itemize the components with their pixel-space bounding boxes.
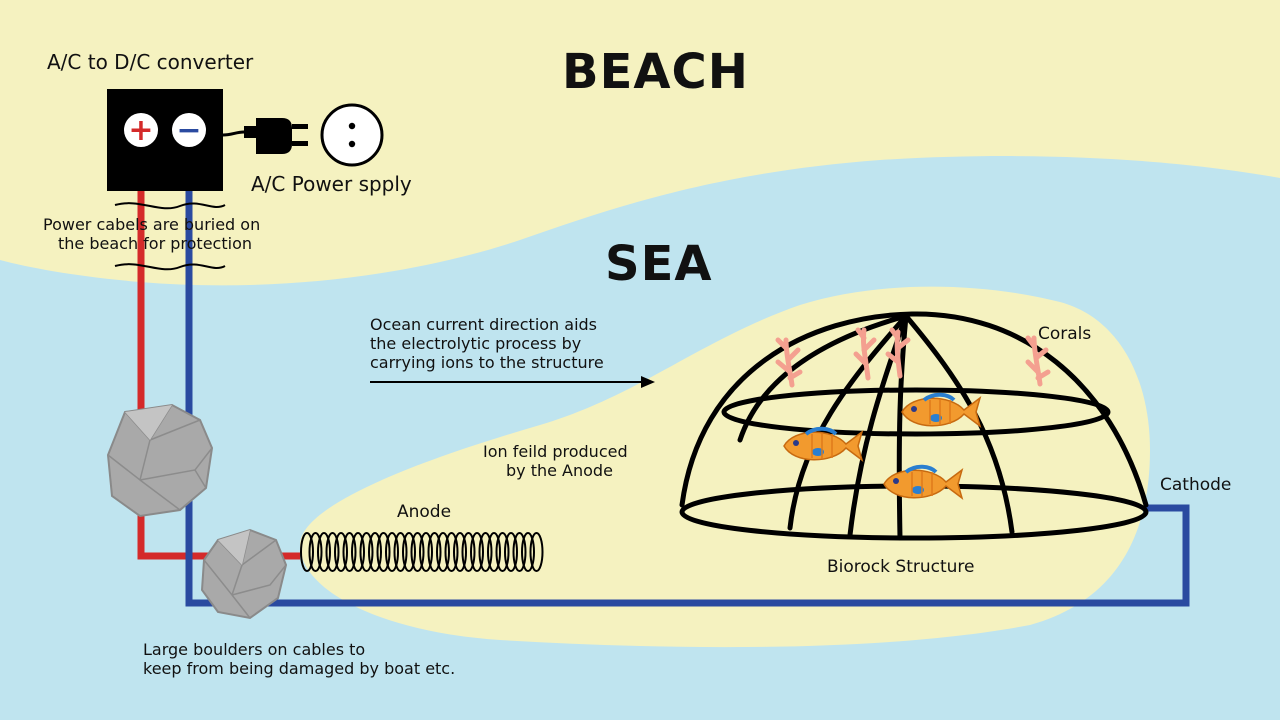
power-socket-icon bbox=[320, 103, 384, 167]
converter-box: + − bbox=[107, 89, 223, 191]
converter-label: A/C to D/C converter bbox=[47, 50, 254, 74]
boulders-note-line1: Large boulders on cables to bbox=[143, 640, 365, 659]
anode-coil-loop bbox=[444, 532, 459, 572]
anode-coil-loop bbox=[334, 532, 348, 572]
boulders-note-line2: keep from being damaged by boat etc. bbox=[143, 659, 455, 678]
anode-coil-loop bbox=[308, 532, 323, 572]
anode-coil-loop bbox=[317, 532, 331, 572]
anode-coil-loop bbox=[461, 532, 476, 572]
biorock-structure bbox=[679, 311, 1149, 541]
anode-coil-loop bbox=[436, 532, 450, 572]
minus-symbol: − bbox=[176, 113, 201, 148]
boulder-small bbox=[200, 528, 288, 620]
anode-coil-loop bbox=[470, 532, 484, 572]
anode-coil-loop bbox=[521, 532, 535, 572]
anode-coil-loop bbox=[487, 532, 501, 572]
anode-coil-loop bbox=[393, 532, 408, 572]
positive-terminal: + bbox=[124, 113, 158, 148]
sea-heading: SEA bbox=[605, 236, 713, 292]
current-note-line2: the electrolytic process by bbox=[370, 334, 581, 353]
anode-coil bbox=[300, 532, 544, 572]
plug-icon bbox=[222, 118, 308, 154]
anode-coil-loop bbox=[351, 532, 365, 572]
boulder-large bbox=[106, 403, 214, 518]
anode-coil-loop bbox=[300, 532, 314, 572]
beach-area bbox=[0, 0, 1280, 286]
fish-2 bbox=[783, 426, 864, 462]
anode-coil-loop bbox=[529, 532, 544, 572]
fish-3 bbox=[883, 464, 964, 500]
anode-coil-loop bbox=[325, 532, 340, 572]
biorock-structure-label: Biorock Structure bbox=[827, 557, 974, 577]
anode-coil-loop bbox=[495, 532, 510, 572]
corals-label: Corals bbox=[1038, 324, 1091, 344]
anode-coil-loop bbox=[359, 532, 374, 572]
buried-note-line1: Power cabels are buried on bbox=[43, 215, 260, 234]
anode-coil-loop bbox=[427, 532, 442, 572]
current-direction-arrow bbox=[370, 376, 655, 388]
anode-coil-loop bbox=[376, 532, 391, 572]
cathode-label: Cathode bbox=[1160, 475, 1231, 495]
coral-2 bbox=[853, 327, 911, 381]
buried-note-line2: the beach for protection bbox=[58, 234, 252, 253]
negative-terminal: − bbox=[172, 113, 206, 148]
anode-coil-loop bbox=[385, 532, 399, 572]
ion-field-note-line2: by the Anode bbox=[506, 461, 613, 480]
plus-symbol: + bbox=[128, 113, 153, 148]
current-note-line3: carrying ions to the structure bbox=[370, 353, 604, 372]
power-supply-label: A/C Power spply bbox=[251, 172, 412, 196]
anode-coil-loop bbox=[419, 532, 433, 572]
anode-coil-loop bbox=[410, 532, 425, 572]
cable-break-marks bbox=[114, 202, 226, 271]
anode-coil-loop bbox=[478, 532, 493, 572]
beach-heading: BEACH bbox=[562, 44, 749, 100]
anode-coil-loop bbox=[402, 532, 416, 572]
current-note-line1: Ocean current direction aids bbox=[370, 315, 597, 334]
fish-1 bbox=[901, 392, 982, 428]
anode-coil-loop bbox=[453, 532, 467, 572]
anode-coil-loop bbox=[504, 532, 518, 572]
anode-coil-loop bbox=[342, 532, 357, 572]
coral-3 bbox=[1025, 335, 1051, 387]
anode-label: Anode bbox=[397, 502, 451, 522]
anode-coil-loop bbox=[368, 532, 382, 572]
anode-coil-loop bbox=[512, 532, 527, 572]
coral-1 bbox=[775, 337, 803, 388]
ion-field-note-line1: Ion feild produced bbox=[483, 442, 628, 461]
seabed-area bbox=[300, 286, 1150, 648]
